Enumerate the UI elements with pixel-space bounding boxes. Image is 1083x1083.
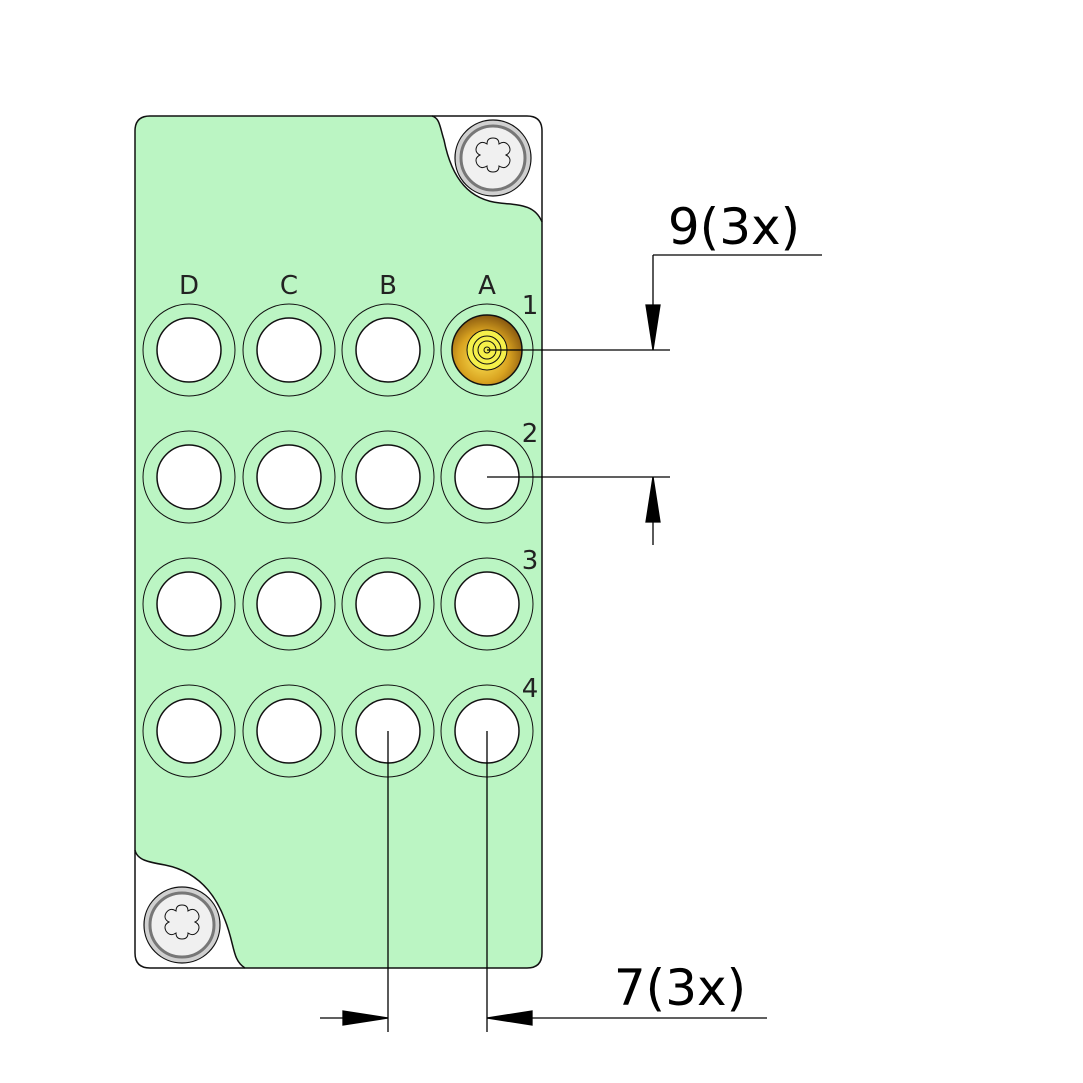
cavity-d2: [142, 430, 236, 524]
horizontal-dimension: [320, 731, 767, 1032]
arrow-left-icon: [486, 1010, 533, 1026]
horizontal-dimension-label: 7(3x): [614, 959, 746, 1017]
cavity-b2: [341, 430, 435, 524]
cavity-b1: [341, 303, 435, 397]
screw-bottom: [143, 886, 221, 964]
row-label: 4: [522, 674, 539, 704]
cavity-a3: [440, 557, 534, 651]
cavity-d1: [142, 303, 236, 397]
vertical-dimension: [487, 254, 822, 545]
screw-top: [454, 119, 532, 197]
arrow-right-icon: [342, 1010, 389, 1026]
torx-icon: [164, 904, 200, 940]
torx-icon: [475, 137, 511, 173]
plate-edge: [432, 115, 543, 222]
cavity-b3: [341, 557, 435, 651]
cavity-c2: [242, 430, 336, 524]
cavity-c1: [242, 303, 336, 397]
arrow-down-icon: [645, 304, 661, 351]
column-label: C: [280, 271, 298, 301]
row-label: 3: [522, 546, 539, 576]
column-label: D: [179, 271, 199, 301]
cavity-c3: [242, 557, 336, 651]
column-label: B: [379, 271, 397, 301]
cavity-d3: [142, 557, 236, 651]
cavity-d4: [142, 684, 236, 778]
connector-plate: [134, 115, 543, 969]
cavity-c4: [242, 684, 336, 778]
plate-edge: [134, 850, 245, 969]
row-label: 1: [522, 291, 539, 321]
row-label: 2: [522, 419, 539, 449]
vertical-dimension-label: 9(3x): [668, 198, 800, 256]
arrow-up-icon: [645, 476, 661, 523]
column-label: A: [478, 271, 496, 301]
